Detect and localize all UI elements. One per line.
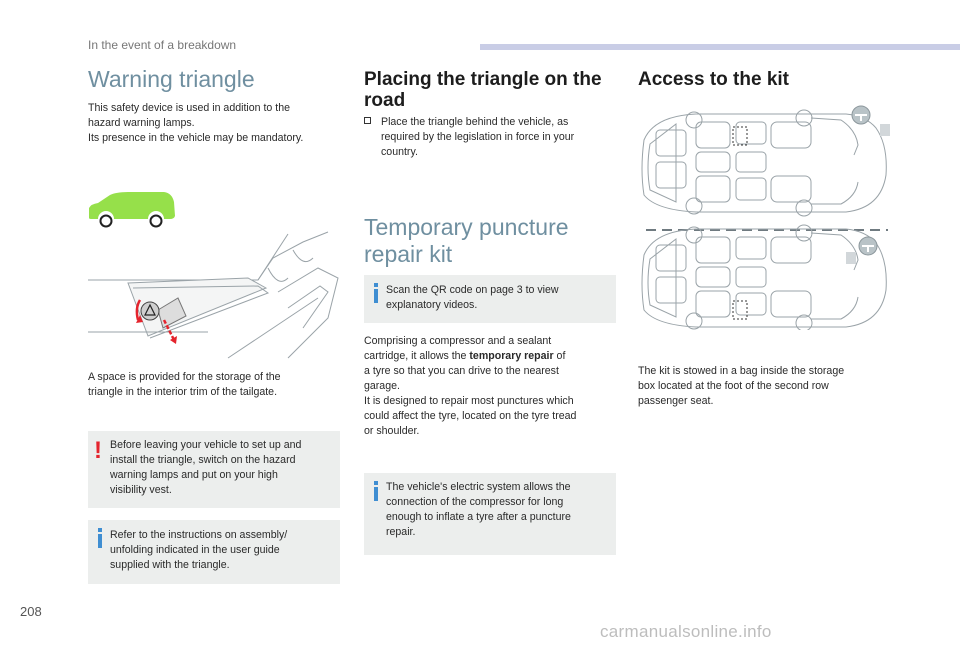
access-kit-title: Access to the kit: [638, 69, 789, 90]
caption-line: The kit is stowed in a bag inside the st…: [638, 365, 845, 377]
body-line: It is designed to repair most punctures …: [364, 395, 574, 407]
title-line: Temporary puncture: [364, 214, 569, 240]
warning-line: warning lamps and put on your high: [110, 469, 278, 481]
title-line: road: [364, 90, 406, 111]
elec-note-line: repair.: [386, 526, 416, 538]
repair-kit-paragraph: Comprising a compressor and a sealant ca…: [364, 334, 624, 439]
note-line: supplied with the triangle.: [110, 559, 230, 571]
intro-line: hazard warning lamps.: [88, 117, 195, 129]
warning-line: install the triangle, switch on the haza…: [110, 454, 296, 466]
intro-line: This safety device is used in addition t…: [88, 102, 290, 114]
warning-line: visibility vest.: [110, 484, 172, 496]
watermark: carmanualsonline.info: [600, 622, 772, 641]
electric-note-box: The vehicle's electric system allows the…: [364, 473, 616, 555]
note-line: Refer to the instructions on assembly/: [110, 529, 288, 541]
caption-line: box located at the foot of the second ro…: [638, 380, 829, 392]
body-line: Comprising a compressor and a sealant: [364, 335, 552, 347]
bullet-line: Place the triangle behind the vehicle, a…: [381, 116, 569, 128]
header-bar: [480, 44, 960, 50]
qr-note-line: explanatory videos.: [386, 299, 478, 311]
section-header: In the event of a breakdown: [88, 38, 237, 52]
body-line: a tyre so that you can drive to the near…: [364, 365, 559, 377]
elec-note-line: connection of the compressor for long: [386, 496, 564, 508]
bullet-line: required by the legislation in force in …: [381, 131, 575, 143]
exclamation-icon: !: [94, 437, 102, 464]
qr-note-box: Scan the QR code on page 3 to view expla…: [364, 275, 616, 323]
body-text: of: [553, 350, 566, 362]
seat-icon: [655, 129, 687, 189]
warning-box: ! Before leaving your vehicle to set up …: [88, 431, 340, 508]
qr-note-line: Scan the QR code on page 3 to view: [386, 284, 559, 296]
car-silhouette-icon: [89, 192, 175, 228]
info-icon: [374, 481, 378, 501]
storage-line: triangle in the interior trim of the tai…: [88, 386, 278, 398]
warning-line: Before leaving your vehicle to set up an…: [110, 439, 302, 451]
elec-note-line: The vehicle's electric system allows the: [386, 481, 571, 493]
bullet-square-icon: [364, 117, 371, 124]
bullet-line: country.: [381, 146, 418, 158]
repair-kit-title: Temporary puncture repair kit: [364, 214, 624, 268]
intro-paragraph: This safety device is used in addition t…: [88, 101, 343, 146]
title-line: Placing the triangle on the: [364, 69, 602, 90]
body-line: garage.: [364, 380, 400, 392]
intro-line: Its presence in the vehicle may be manda…: [88, 132, 304, 144]
page-number: 208: [20, 604, 42, 619]
body-bold-text: temporary repair: [469, 350, 554, 362]
tailgate-storage-illustration: [88, 231, 339, 359]
elec-note-line: enough to inflate a tyre after a punctur…: [386, 511, 571, 523]
caption-line: passenger seat.: [638, 395, 714, 407]
car-seat-layout-illustration: [641, 105, 890, 330]
kit-location-caption: The kit is stowed in a bag inside the st…: [638, 364, 888, 409]
body-line: or shoulder.: [364, 425, 420, 437]
steering-wheel-icon: [851, 105, 871, 125]
note-box: Refer to the instructions on assembly/ u…: [88, 520, 340, 584]
info-icon: [374, 283, 378, 303]
note-line: unfolding indicated in the user guide: [110, 544, 280, 556]
body-line: cartridge, it allows the temporary repai…: [364, 349, 624, 364]
placing-triangle-title: Placing the triangle on the road: [364, 69, 624, 111]
body-text: cartridge, it allows the: [364, 350, 470, 362]
info-icon: [98, 528, 102, 548]
body-line: could affect the tyre, located on the ty…: [364, 410, 577, 422]
title-line: repair kit: [364, 241, 453, 267]
warning-triangle-title: Warning triangle: [88, 66, 255, 92]
storage-line: A space is provided for the storage of t…: [88, 371, 281, 383]
placing-bullet: Place the triangle behind the vehicle, a…: [364, 115, 614, 160]
storage-paragraph: A space is provided for the storage of t…: [88, 370, 343, 400]
